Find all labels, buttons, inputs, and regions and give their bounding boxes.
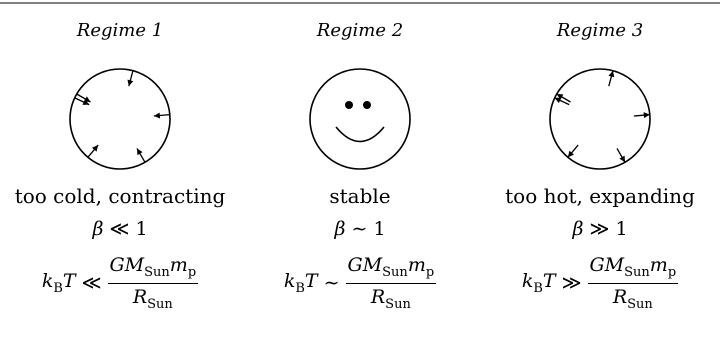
smiley-face-icon bbox=[309, 68, 411, 170]
regime-2-relation: ∼ bbox=[323, 271, 340, 294]
arrow-head-icon bbox=[643, 112, 650, 119]
regime-3-relation: ≫ bbox=[561, 271, 582, 294]
sphere-outline bbox=[69, 68, 171, 170]
regime-1-description: too cold, contracting bbox=[14, 184, 226, 208]
arrow-head-icon bbox=[567, 150, 575, 158]
regime-2-formula: kBT ∼ GMSunmp RSun bbox=[283, 254, 437, 312]
arrow-head-icon bbox=[608, 70, 615, 78]
sphere-outline bbox=[309, 68, 411, 170]
inward-arrows bbox=[74, 70, 170, 163]
arrow-head-icon bbox=[619, 155, 625, 163]
regime-3-panel: Regime 3 too hot, expanding β ≫ 1 kBT ≫ … bbox=[480, 10, 720, 312]
arrow-head-icon bbox=[82, 99, 90, 105]
sphere-outline bbox=[549, 68, 651, 170]
left-eye bbox=[345, 101, 353, 109]
expanding-sphere-icon bbox=[549, 68, 651, 170]
regime-1-relation: ≪ bbox=[81, 271, 102, 294]
smile bbox=[335, 126, 385, 143]
regime-2-panel: Regime 2 stable β ∼ 1 kBT ∼ GMSunmp RSun bbox=[240, 10, 480, 312]
regime-1-beta: β ≪ 1 bbox=[92, 218, 148, 240]
regime-2-title: Regime 2 bbox=[316, 20, 404, 41]
arrow-head-icon bbox=[91, 145, 99, 152]
arrow-head-icon bbox=[137, 148, 143, 156]
top-rule bbox=[0, 2, 720, 4]
regime-1-title: Regime 1 bbox=[76, 20, 164, 41]
regime-1-panel: Regime 1 too cold, contracting β ≪ 1 kBT… bbox=[0, 10, 240, 312]
regime-3-formula: kBT ≫ GMSunmp RSun bbox=[521, 254, 679, 312]
regime-3-description: too hot, expanding bbox=[505, 184, 695, 208]
contracting-sphere-icon bbox=[69, 68, 171, 170]
arrow-head-icon bbox=[556, 94, 564, 100]
arrow-head-icon bbox=[554, 97, 562, 104]
arrow-head-icon bbox=[153, 112, 161, 119]
regime-2-description: stable bbox=[329, 184, 391, 208]
right-eye bbox=[363, 101, 371, 109]
regime-2-beta: β ∼ 1 bbox=[334, 218, 386, 240]
regime-3-title: Regime 3 bbox=[556, 20, 644, 41]
arrow-head-icon bbox=[127, 79, 134, 87]
outward-arrows bbox=[554, 70, 650, 163]
regime-1-formula: kBT ≪ GMSunmp RSun bbox=[41, 254, 199, 312]
regime-3-beta: β ≫ 1 bbox=[572, 218, 628, 240]
